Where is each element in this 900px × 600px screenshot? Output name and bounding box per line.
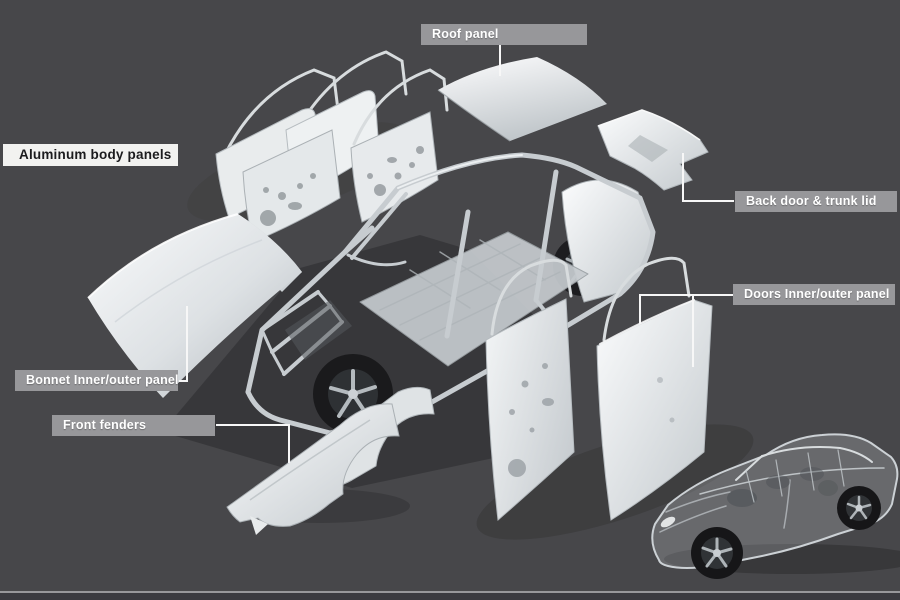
roof-panel: [437, 57, 607, 142]
fender-front: [226, 403, 400, 527]
connector-lines: [179, 45, 734, 463]
bonnet-connector-line: [179, 306, 188, 382]
label-front-fenders: Front fenders: [52, 415, 215, 436]
door-window-frame: [352, 68, 449, 146]
door-inner-panel: [350, 111, 439, 223]
trunk-connector-line: [682, 153, 734, 202]
assembled-rear-wheel: [837, 486, 881, 530]
diagram-title: Aluminum body panels: [3, 144, 178, 166]
footer-strip: [0, 591, 900, 600]
door-window-frame: [602, 256, 691, 342]
trunk-lid-panel: [597, 109, 709, 191]
door-inner-panel: [485, 298, 575, 522]
label-back-door-trunk: Back door & trunk lid: [735, 191, 897, 212]
bonnet-panel: [87, 213, 302, 398]
label-doors-inner-outer: Doors Inner/outer panel: [733, 284, 895, 305]
door-inner-outer-panels-right: [485, 256, 713, 522]
label-bonnet-inner-outer: Bonnet Inner/outer panel: [15, 370, 179, 391]
door-inner-outer-panels-top: [215, 50, 449, 243]
door-window-frame: [490, 258, 573, 336]
doors-connector-line: [639, 294, 733, 367]
assembled-car: [651, 433, 899, 579]
label-roof-panel: Roof panel: [421, 24, 587, 45]
door-window-frame: [219, 68, 340, 165]
front-fender-panels: [226, 386, 435, 535]
assembled-front-wheel: [691, 527, 743, 579]
fenders-connector-line: [216, 424, 290, 463]
